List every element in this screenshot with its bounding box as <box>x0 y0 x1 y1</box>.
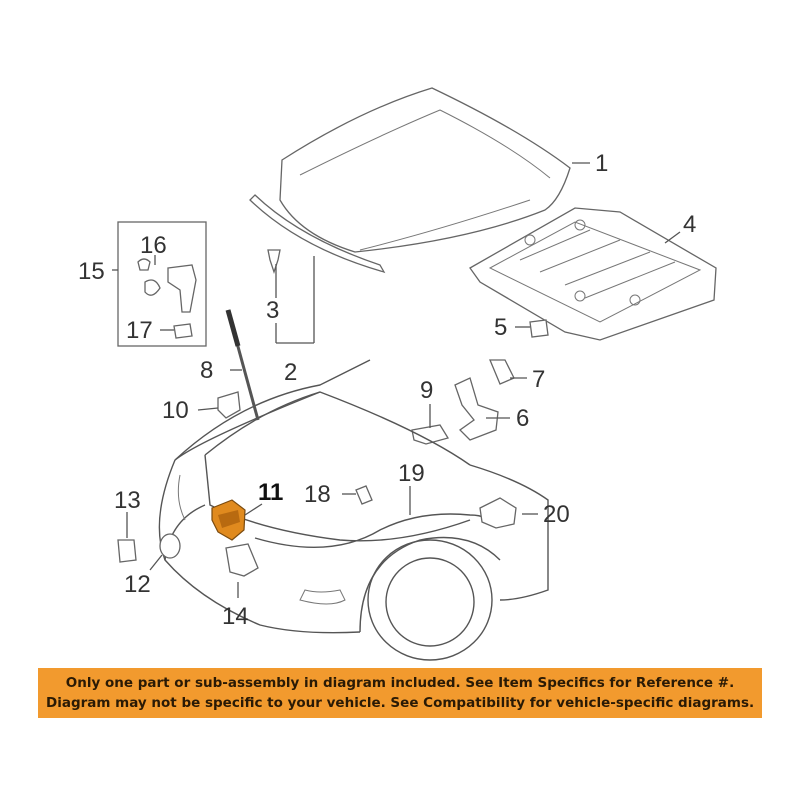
kit-parts <box>137 258 197 339</box>
callout-8: 8 <box>200 357 213 384</box>
leader-lines <box>112 162 681 598</box>
callout-16: 16 <box>140 232 167 259</box>
callout-14: 14 <box>222 603 249 630</box>
callout-10: 10 <box>162 397 189 424</box>
release-cable-19 <box>254 513 486 549</box>
bracket-10 <box>217 391 241 419</box>
callout-11: 11 <box>258 479 283 506</box>
callout-1: 1 <box>595 150 608 177</box>
disclaimer-line-2: Diagram may not be specific to your vehi… <box>46 695 755 711</box>
hood-latch-11 <box>211 499 246 541</box>
callout-9: 9 <box>420 377 433 404</box>
hood-strut <box>225 309 260 421</box>
car-body <box>158 359 549 661</box>
callout-4: 4 <box>683 211 696 238</box>
hood-seal-strip <box>249 194 386 274</box>
clip-3 <box>267 249 281 275</box>
callout-18: 18 <box>304 481 331 508</box>
hood-panel <box>279 87 571 253</box>
disclaimer-banner: Only one part or sub-assembly in diagram… <box>38 668 762 718</box>
callout-3: 3 <box>266 297 279 324</box>
cover-13 <box>117 539 137 563</box>
callout-6: 6 <box>516 405 529 432</box>
callout-17: 17 <box>126 317 153 344</box>
clip-18 <box>355 485 373 505</box>
bumper-emblem-12 <box>159 533 181 559</box>
hood-hinges <box>411 359 515 445</box>
lock-14 <box>225 543 259 577</box>
callout-20: 20 <box>543 501 570 528</box>
callout-19: 19 <box>398 460 425 487</box>
callout-13: 13 <box>114 487 141 514</box>
disclaimer-line-1: Only one part or sub-assembly in diagram… <box>65 675 735 691</box>
callout-5: 5 <box>494 314 507 341</box>
callout-2: 2 <box>284 359 297 386</box>
callout-7: 7 <box>532 366 545 393</box>
kit-box-15 <box>117 221 207 347</box>
engine-cover <box>469 207 717 341</box>
callout-12: 12 <box>124 571 151 598</box>
callout-15: 15 <box>78 258 105 285</box>
release-handle-20 <box>479 497 517 529</box>
grommet-5 <box>529 319 549 338</box>
